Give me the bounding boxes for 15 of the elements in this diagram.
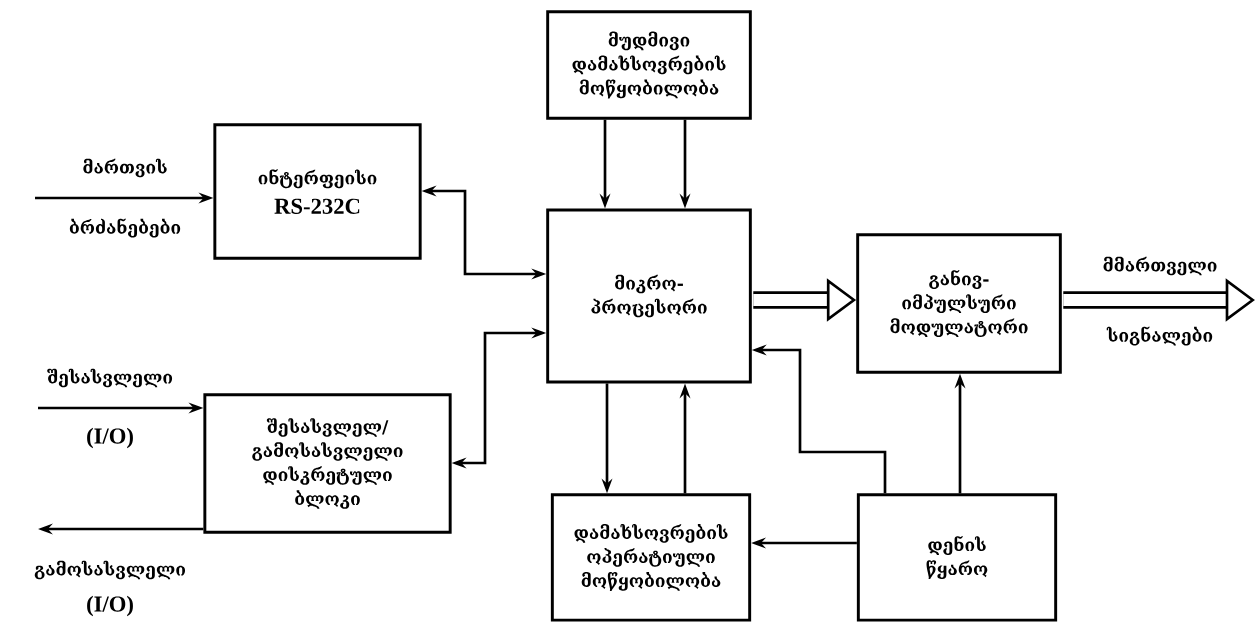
process-box: მუდმივი დამახსოვრების მოწყობილობა (546, 10, 752, 120)
signal-label: გამოსასვლელი (34, 560, 185, 580)
process-box: ინტერფეისი RS-232C (213, 123, 422, 260)
signal-label: სიგნალები (1106, 326, 1213, 346)
process-box: მიკრო- პროცესორი (546, 208, 752, 384)
signal-label: მართვის (83, 158, 167, 178)
process-box: დენის წყარო (856, 493, 1058, 622)
signal-label: (I/O) (87, 595, 133, 617)
signal-label: ბრძანებები (69, 218, 181, 238)
process-box: განივ- იმპულსური მოდულატორი (856, 233, 1062, 374)
signal-label: შესასვლელი (47, 368, 173, 388)
signal-label: (I/O) (87, 427, 133, 449)
process-box: დამახსოვრების ოპერატიული მოწყობილობა (550, 493, 752, 622)
process-box: შესასვლელ/ გამოსასვლელი დისკრეტული ბლოკი (203, 393, 452, 534)
signal-label: მმართველი (1103, 256, 1217, 276)
